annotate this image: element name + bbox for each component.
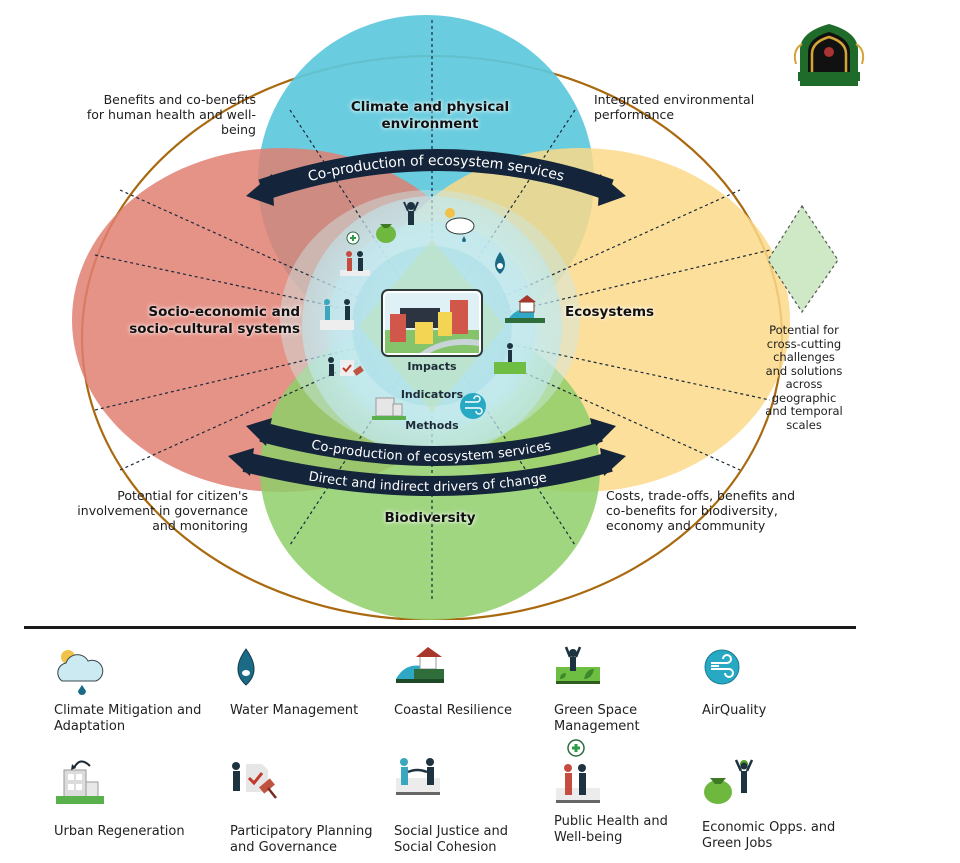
coastal-house-icon	[396, 647, 444, 683]
cross-cutting-diamond-icon	[767, 204, 839, 314]
climate-cloud-icon	[57, 650, 104, 695]
worker-icon	[403, 201, 419, 225]
health-people-icon	[340, 231, 370, 276]
legend-label: Participatory Planning and Governance	[230, 824, 373, 855]
domain-title-socio: Socio-economic and socio-cultural system…	[129, 304, 300, 337]
label-health-benefits: Benefits and co-benefits for human healt…	[86, 92, 256, 137]
ring-label-methods: Methods	[405, 419, 459, 432]
legend-label: Public Health and Well-being	[554, 814, 668, 845]
ecosystem-framework-diagram: Impacts Indicators Methods Co-production…	[72, 15, 839, 620]
legend-item-health: Public Health and Well-being	[554, 738, 714, 846]
money-bag-icon	[376, 224, 396, 243]
legend-label: Coastal Resilience	[394, 703, 513, 718]
legend-item-climate: Climate Mitigation and Adaptation	[54, 645, 214, 735]
water-drop-icon	[495, 252, 505, 274]
planning-gavel-icon	[232, 762, 277, 799]
planning-gavel-icon	[328, 357, 364, 376]
foundation-logo	[793, 24, 865, 86]
ring-label-indicators: Indicators	[401, 388, 464, 401]
air-wind-icon	[460, 393, 486, 419]
water-drop-icon	[237, 648, 255, 686]
ring-icons	[320, 201, 545, 420]
green-space-icon	[556, 646, 600, 684]
label-cross-cutting: Potential for cross-cutting challenges a…	[765, 323, 843, 432]
legend-label: Social Justice and Social Cohesion	[394, 824, 508, 855]
legend-item-water: Water Management	[230, 645, 390, 719]
legend-item-economic: Economic Opps. and Green Jobs	[702, 756, 862, 852]
domain-title-biodiversity: Biodiversity	[384, 510, 476, 526]
health-people-icon	[556, 739, 600, 803]
air-wind-icon	[704, 649, 740, 685]
coastal-house-icon	[505, 295, 545, 323]
legend-label: Urban Regeneration	[54, 824, 185, 839]
handshake-icon	[396, 758, 440, 795]
legend-label: Climate Mitigation and Adaptation	[54, 703, 202, 734]
legend-item-air: AirQuality	[702, 645, 862, 719]
legend-label: Economic Opps. and Green Jobs	[702, 820, 836, 851]
green-space-icon	[494, 343, 526, 374]
legend-item-urban: Urban Regeneration	[54, 756, 214, 840]
handshake-icon	[320, 299, 354, 330]
section-divider	[24, 626, 856, 629]
legend-item-coastal: Coastal Resilience	[394, 645, 554, 719]
domain-title-ecosystems: Ecosystems	[565, 304, 655, 320]
legend-label: AirQuality	[702, 703, 767, 718]
climate-cloud-icon	[445, 208, 475, 242]
label-environmental-performance: Integrated environmental performance	[594, 92, 755, 122]
legend-item-planning: Participatory Planning and Governance	[230, 756, 390, 856]
legend-item-social: Social Justice and Social Cohesion	[394, 756, 554, 856]
legend-item-green-space: Green Space Management	[554, 645, 714, 735]
label-citizen-involvement: Potential for citizen's involvement in g…	[77, 488, 248, 533]
urban-building-icon	[372, 397, 406, 420]
money-bag-icon	[704, 759, 754, 804]
legend-label: Water Management	[230, 703, 359, 718]
domain-title-climate: Climate and physical environment	[350, 99, 510, 132]
ring-label-impacts: Impacts	[407, 360, 457, 373]
legend-label: Green Space Management	[554, 703, 640, 734]
arrow-drivers-of-change: Direct and indirect drivers of change	[228, 448, 626, 496]
urban-building-icon	[56, 760, 104, 804]
city-illustration	[381, 289, 483, 357]
label-costs-tradeoffs: Costs, trade-offs, benefits and co-benef…	[606, 488, 796, 533]
